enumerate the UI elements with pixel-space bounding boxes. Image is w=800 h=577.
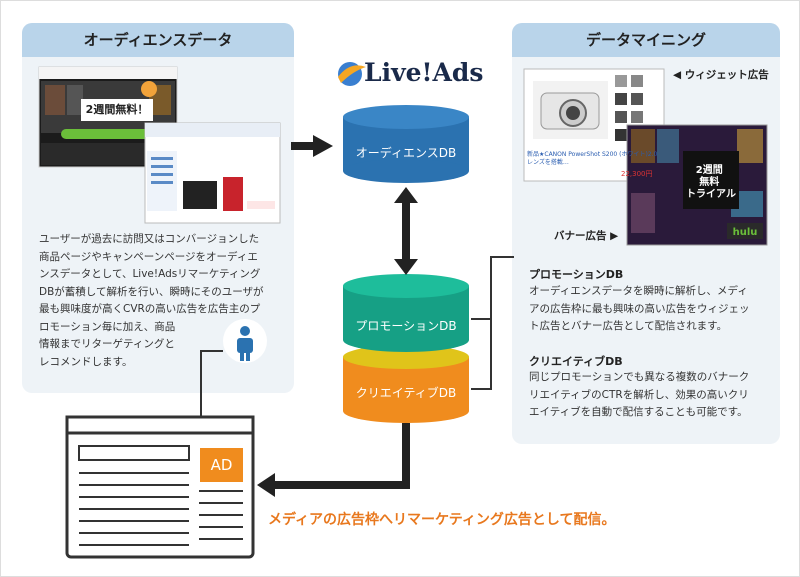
ad-slot [200, 448, 243, 482]
live-ads-logo-icon [338, 62, 366, 86]
arrow-left-to-audience-db [291, 135, 333, 157]
connector-lines [471, 256, 514, 390]
banner-brand: hulu [733, 227, 758, 238]
audience-db-label: オーディエンスDB [355, 146, 457, 160]
creative-db-description: 同じプロモーションでも異なる複数のバナーク リエイティブのCTRを解析し、効果の… [529, 371, 750, 418]
promotion-db-title: プロモーションDB [529, 268, 624, 281]
arrow-bidirectional-db [394, 187, 418, 275]
creative-db-title: クリエイティブDB [529, 355, 623, 368]
user-connector-line [200, 350, 223, 417]
user-icon [223, 319, 267, 363]
pc-shop-screenshot [144, 122, 281, 224]
audience-data-title: オーディエンスデータ [22, 23, 294, 57]
ad-slot-label: AD [210, 456, 233, 474]
banner-ad-label: バナー広告 ▶ [554, 230, 619, 242]
creative-db-cylinder [343, 345, 469, 423]
banner-ad-thumbnail [626, 124, 768, 246]
delivery-message: メディアの広告枠へリマーケティング広告として配信。 [268, 512, 616, 528]
promotion-db-label: プロモーションDB [355, 319, 457, 333]
banner-headline: 2週間 無料 トライアル [686, 164, 736, 200]
creative-db-label: クリエイティブDB [355, 386, 457, 400]
data-mining-title: データマイニング [512, 23, 780, 57]
camera-price: 22,300円 [621, 170, 653, 178]
audience-data-description: ユーザーが過去に訪問又はコンバージョンした 商品ページやキャンペーンページをオー… [39, 233, 264, 368]
promotion-db-cylinder [343, 274, 469, 352]
live-ads-logo-text: Live!Ads [364, 58, 484, 87]
widget-ad-label: ◀ ウィジェット広告 [673, 69, 769, 81]
arrow-db-to-media [257, 423, 410, 497]
camera-caption: 新品★CANON PowerShot S200 (ホワイト)2.0レンズを搭載… [527, 151, 658, 166]
media-page [65, 415, 255, 559]
hulu-headline: 2週間無料！ [86, 102, 149, 116]
audience-db-cylinder [343, 105, 469, 183]
promotion-db-description: オーディエンスデータを瞬時に解析し、メディ アの広告枠に最も興味の高い広告をウィ… [529, 285, 750, 332]
